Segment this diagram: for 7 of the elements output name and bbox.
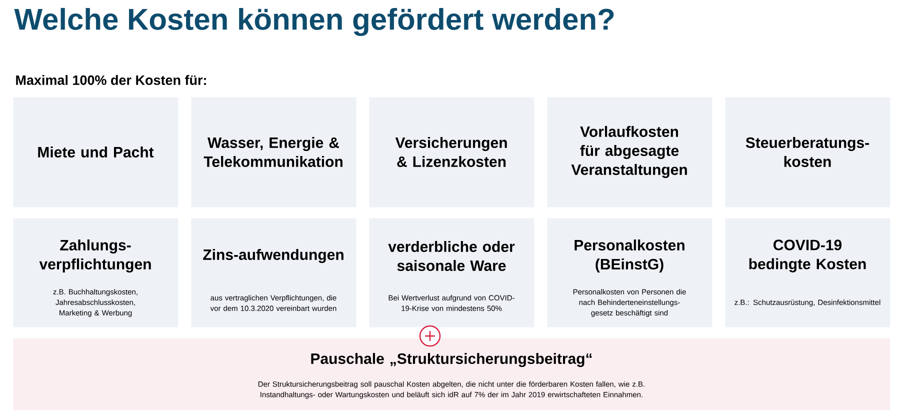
cost-card: Miete und Pacht xyxy=(13,97,178,208)
cost-card: Steuerberatungs-kosten xyxy=(725,97,890,208)
cost-card: Versicherungen & Lizenzkosten xyxy=(369,97,534,208)
title: Welche Kosten können gefördert werden? xyxy=(14,8,614,36)
cost-card: Vorlaufkosten für abgesagte Veranstaltungen xyxy=(547,97,712,208)
subheading: Maximal 100% der Kosten für: xyxy=(16,75,206,85)
cost-card: Wasser, Energie & Telekommunikation xyxy=(191,97,356,208)
